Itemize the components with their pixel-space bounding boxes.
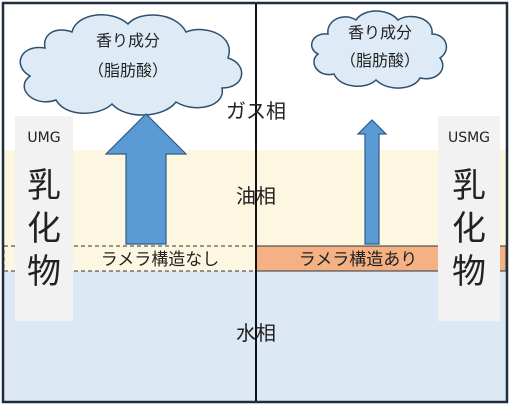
outer-border xyxy=(1,1,509,404)
left-emulsion-box: UMG 乳 化 物 xyxy=(15,116,73,321)
right-cloud-line2: （脂肪酸） xyxy=(340,51,420,70)
left-sample-code: UMG xyxy=(27,130,60,146)
lamellar-absent-label: ラメラ構造なし xyxy=(101,250,220,270)
right-emulsion-box: USMG 乳 化 物 xyxy=(438,116,500,321)
left-release-arrow xyxy=(104,113,188,245)
left-vertical-char-1: 乳 xyxy=(27,166,61,206)
left-cloud: 香り成分 （脂肪酸） xyxy=(19,14,243,116)
left-vertical-char-3: 物 xyxy=(27,252,61,292)
water-phase-label: 水相 xyxy=(236,321,276,345)
right-cloud-line1: 香り成分 xyxy=(348,23,412,42)
left-cloud-line1: 香り成分 xyxy=(96,31,160,50)
right-cloud: 香り成分 （脂肪酸） xyxy=(310,10,448,89)
oil-phase-label: 油相 xyxy=(236,184,276,208)
right-sample-code: USMG xyxy=(448,130,490,146)
right-vertical-char-1: 乳 xyxy=(452,166,486,206)
right-vertical-char-3: 物 xyxy=(452,252,486,292)
left-cloud-line2: （脂肪酸） xyxy=(88,61,168,80)
lamellar-present-label: ラメラ構造あり xyxy=(299,250,418,270)
right-vertical-char-2: 化 xyxy=(452,209,486,249)
gas-phase-label: ガス相 xyxy=(226,99,286,123)
left-vertical-char-2: 化 xyxy=(27,209,61,249)
right-release-arrow xyxy=(356,119,388,245)
